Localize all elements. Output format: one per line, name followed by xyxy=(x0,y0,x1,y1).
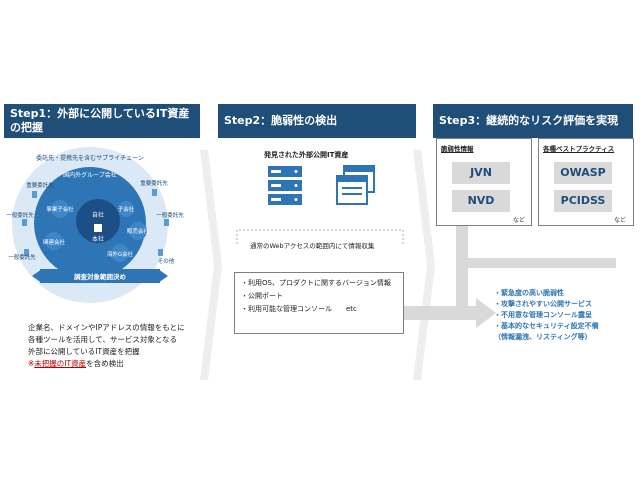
step1-title-line1: Step1：外部に公開しているIT資産 xyxy=(10,107,190,120)
head-office-label-1: 自社 xyxy=(92,211,104,219)
business-subsidiary-label: 事業子会社 xyxy=(46,205,74,213)
results-list: ・緊急度の高い脆弱性 ・攻撃されやすい公開サービス ・不用意な管理コンソール露呈… xyxy=(494,288,638,343)
chevron-separator-1 xyxy=(200,150,222,380)
step1-description: 企業名、ドメインやIPアドレスの情報をもとに 各種ツールを活用して、サービス対象… xyxy=(28,322,208,370)
head-office-label-2: 本社 xyxy=(92,235,104,243)
head-office-circle xyxy=(76,199,120,243)
discovered-assets-label: 発見された外部公開IT資産 xyxy=(264,151,349,159)
owasp-practice: OWASP xyxy=(554,162,612,184)
others-label: その他 xyxy=(158,257,175,265)
best-practice-label: 各種ベストプラクティス xyxy=(543,145,615,153)
node-overseas xyxy=(111,244,129,262)
note-prefix: ※ xyxy=(28,359,35,368)
group-label: 国内外グループ会社 xyxy=(63,171,117,179)
subsidiary-label: 子会社 xyxy=(118,205,135,213)
step2-item-3: ・利用可能な管理コンソール etc xyxy=(241,305,357,313)
partner-building-icons xyxy=(22,189,169,256)
result-item-5: （情報漏洩、リスティング等） xyxy=(494,333,592,341)
result-item-2: ・攻撃されやすい公開サービス xyxy=(494,300,592,308)
step3-connector-vertical xyxy=(456,258,468,314)
step3-title: Step3：継続的なリスク評価を実現 xyxy=(439,114,619,127)
scope-banner xyxy=(40,269,160,283)
supply-chain-label: 委託先・提携先を含むサプライチェーン xyxy=(36,154,144,162)
sales-company-label: 販売会社 xyxy=(127,227,150,235)
supply-chain-diagram: 委託先・提携先を含むサプライチェーン 国内外グループ会社 自社 本社 事業子会社… xyxy=(6,147,184,303)
server-icon xyxy=(268,166,302,205)
step2-dotted-bracket xyxy=(236,229,404,244)
best-practice-etc-label: など xyxy=(614,217,627,224)
affiliate-label: 関連会社 xyxy=(43,238,66,246)
scope-arrow-right xyxy=(158,269,168,283)
node-subsidiary xyxy=(118,201,134,217)
node-business-subsidiary xyxy=(51,200,69,218)
node-sales-company xyxy=(129,222,147,240)
important-partner-right-label: 重要委託先 xyxy=(140,179,168,187)
step3-connector-bar-2 xyxy=(456,258,616,268)
jvn-source: JVN xyxy=(452,162,510,184)
step1-note: ※未把握のIT資産を含め検出 xyxy=(28,358,208,370)
step1-title-line2: の把握 xyxy=(10,121,43,134)
general-partner-right-label: 一般委託先 xyxy=(156,211,184,219)
browser-windows-icon xyxy=(336,165,375,205)
scope-arrow-left xyxy=(32,269,42,283)
step3-header: Step3：継続的なリスク評価を実現 xyxy=(433,104,633,138)
step2-title: Step2：脆弱性の検出 xyxy=(224,114,338,127)
vuln-info-label: 脆弱性情報 xyxy=(441,145,474,153)
overseas-label: 海外G会社 xyxy=(107,250,134,258)
note-underlined: 未把握のIT資産 xyxy=(34,359,87,368)
flow-arrow-head xyxy=(476,298,496,328)
chevron-separator-2 xyxy=(413,150,435,380)
step1-desc-line1: 企業名、ドメインやIPアドレスの情報をもとに xyxy=(28,323,185,332)
step2-header: Step2：脆弱性の検出 xyxy=(218,104,416,138)
scope-label: 調査対象範囲決め xyxy=(74,272,127,281)
step3-connector-bar xyxy=(456,226,468,258)
step1-desc-line2: 各種ツールを活用して、サービス対象となる xyxy=(28,335,178,344)
result-item-3: ・不用意な管理コンソール露呈 xyxy=(494,311,592,319)
step2-detail-box: ・利用OS、プロダクトに関するバージョン情報 ・公開ポート ・利用可能な管理コン… xyxy=(234,272,404,334)
step1-desc-line3: 外部に公開しているIT資産を把握 xyxy=(28,347,140,356)
step1-header: Step1：外部に公開しているIT資産 の把握 xyxy=(4,104,200,138)
node-affiliate xyxy=(45,232,63,250)
result-item-1: ・緊急度の高い脆弱性 xyxy=(494,289,564,297)
building-icon xyxy=(94,224,102,232)
vuln-etc-label: など xyxy=(513,217,526,224)
step2-item-1: ・利用OS、プロダクトに関するバージョン情報 xyxy=(241,279,391,287)
result-item-4: ・基本的なセキュリティ設定不備 xyxy=(494,322,599,330)
web-access-note: 通常のWebアクセスの範囲内にて情報収集 xyxy=(250,242,375,250)
step2-item-2: ・公開ポート xyxy=(241,292,283,300)
note-suffix: を含め検出 xyxy=(86,359,124,368)
general-partner-left-top-label: 一般委託先 xyxy=(6,211,34,219)
nvd-source: NVD xyxy=(452,190,510,212)
pcidss-practice: PCIDSS xyxy=(554,190,612,212)
important-partner-left-label: 重要委託先 xyxy=(26,181,54,189)
general-partner-left-bottom-label: 一般委託先 xyxy=(8,253,36,261)
